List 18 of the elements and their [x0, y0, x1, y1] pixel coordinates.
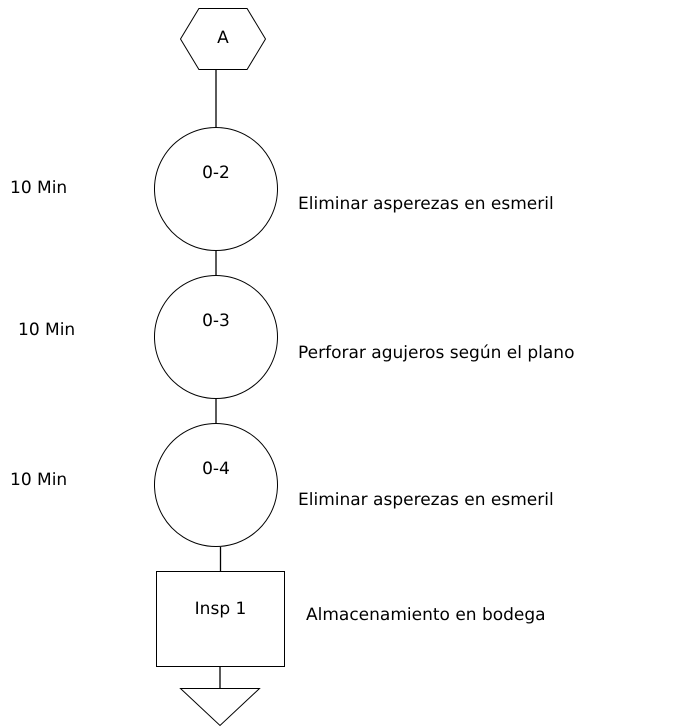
connector-line: [215, 251, 217, 275]
step-description: Perforar agujeros según el plano: [298, 343, 574, 363]
step-label: Insp 1: [194, 599, 248, 619]
duration-label: 10 Min: [10, 470, 68, 490]
duration-label: 10 Min: [18, 320, 76, 340]
step-label: 0-3: [201, 311, 231, 331]
connector-line: [215, 399, 217, 423]
duration-label: 10 Min: [10, 178, 68, 198]
step-label: 0-4: [201, 459, 231, 479]
connector-line: [220, 547, 222, 571]
step-description: Eliminar asperezas en esmeril: [298, 194, 554, 214]
connector-line: [215, 70, 217, 127]
storage-triangle: [179, 688, 261, 726]
connector-line: [219, 667, 221, 688]
step-description: Eliminar asperezas en esmeril: [298, 490, 554, 510]
step-label: 0-2: [201, 163, 231, 183]
step-label: A: [216, 28, 230, 48]
step-description: Almacenamiento en bodega: [306, 605, 546, 625]
